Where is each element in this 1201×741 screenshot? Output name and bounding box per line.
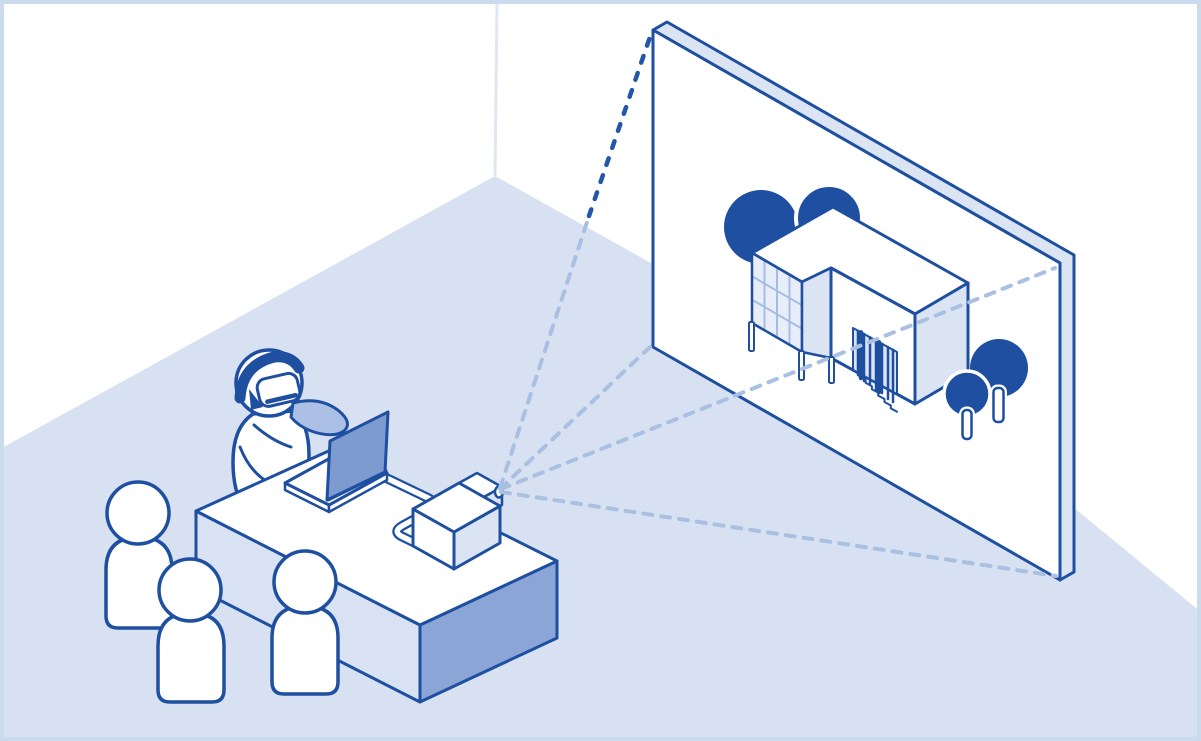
trees-front-of-building	[942, 339, 1028, 443]
figure-body	[270, 604, 340, 696]
audience-figures	[104, 480, 340, 704]
audience-figure	[270, 549, 340, 696]
projected-building	[724, 183, 1028, 443]
window-grid	[751, 260, 803, 345]
laptop-screen	[325, 410, 390, 502]
audience-figure	[156, 557, 226, 704]
desk-top	[194, 447, 559, 627]
figure-body	[156, 611, 226, 704]
figure-head	[105, 480, 171, 546]
building-side-face	[800, 266, 833, 360]
ray-to-bottom-right	[499, 490, 1058, 578]
figure-head	[157, 557, 223, 623]
projection-rays	[498, 31, 1058, 578]
vr-user-arm	[289, 399, 350, 437]
ray-to-bottom-left	[498, 345, 652, 491]
body-fold-line	[252, 423, 293, 449]
tree-front-small-trunk	[961, 408, 973, 441]
vr-headset-icon	[234, 351, 305, 410]
entrance-steps	[852, 369, 898, 413]
ray-to-top-right	[499, 266, 1057, 491]
tree-front-large-trunk	[992, 386, 1005, 424]
ray-to-top-left-wall	[586, 31, 654, 219]
projector-top	[411, 481, 502, 534]
laptop	[283, 410, 390, 514]
building-stilts	[748, 321, 835, 384]
entrance-slats	[852, 327, 898, 413]
ray-to-top-left	[498, 214, 591, 490]
projector	[411, 471, 505, 571]
wall-corner-line	[493, 4, 499, 177]
audience-figure	[104, 480, 174, 630]
figure-head	[272, 549, 338, 615]
